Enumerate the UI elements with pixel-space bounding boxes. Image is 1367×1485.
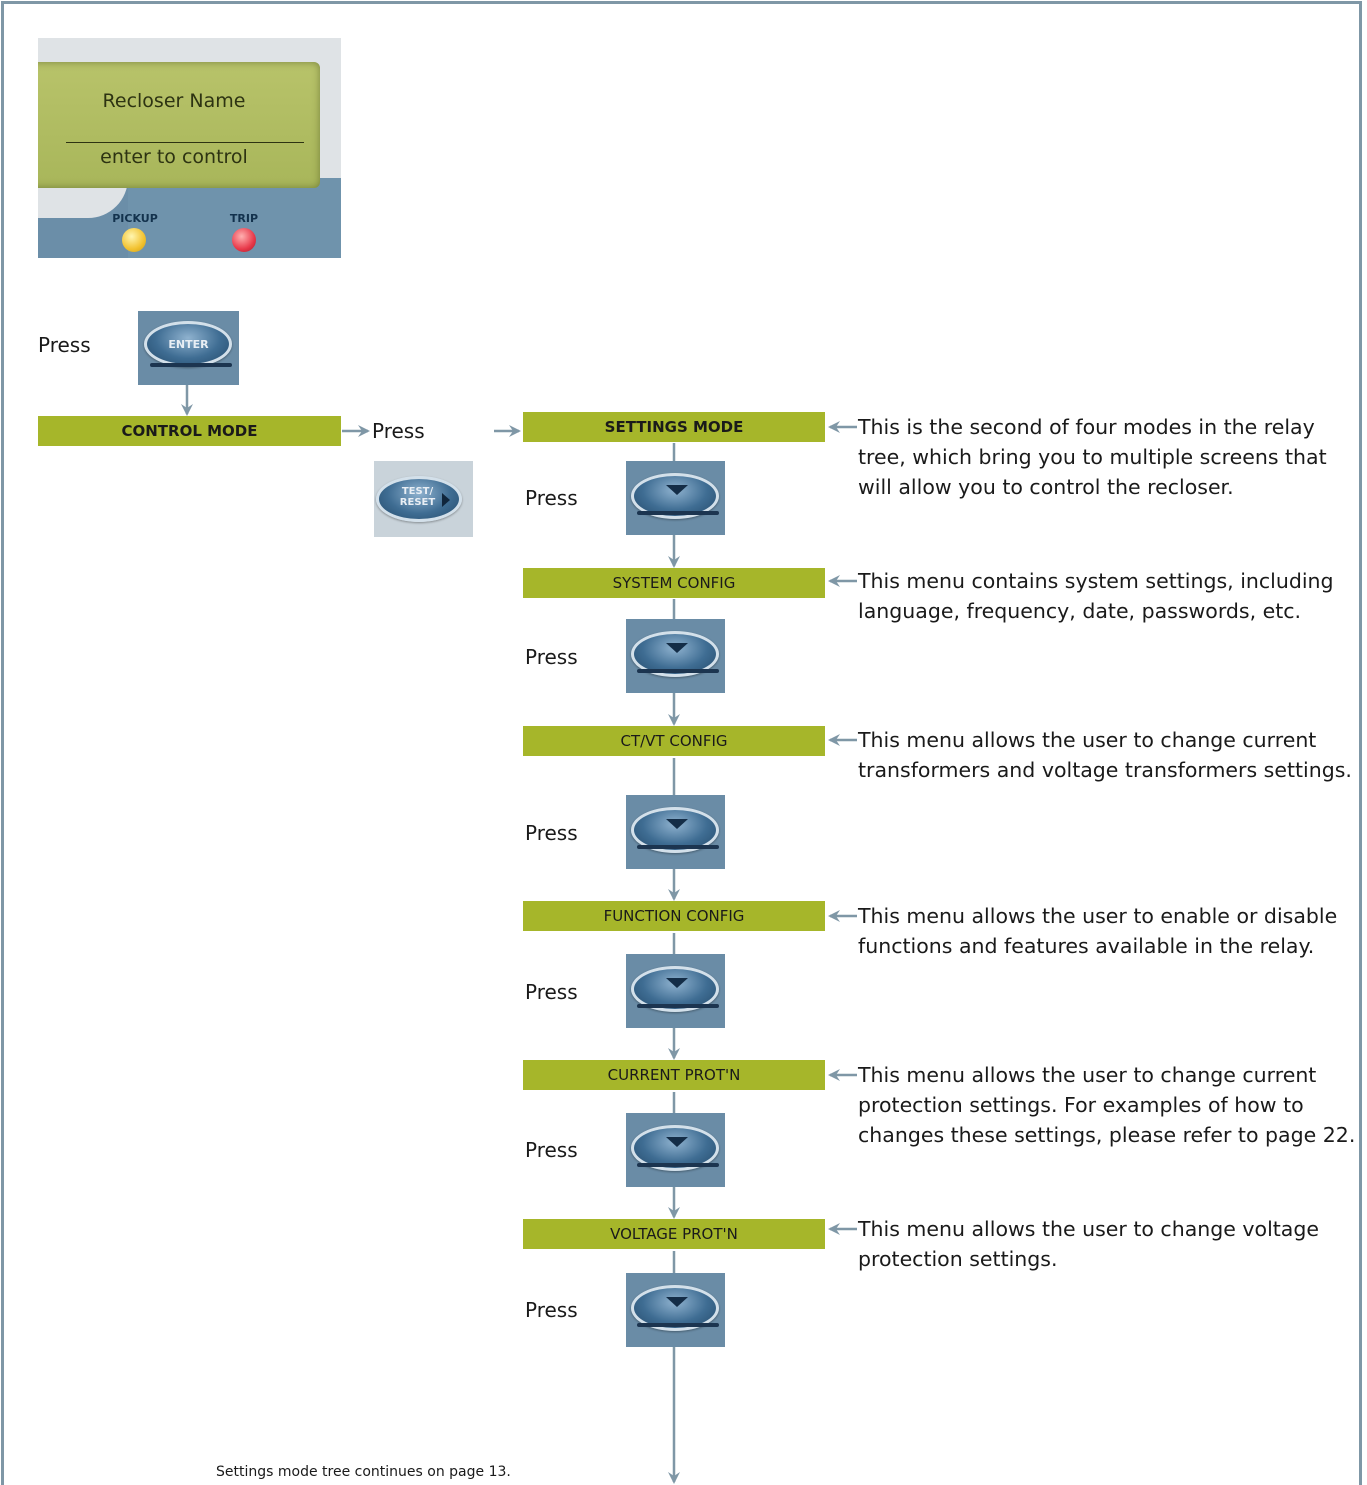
enter-key-label: ENTER [168, 338, 209, 351]
press-label-5: Press [525, 1138, 578, 1162]
press-label-test-reset: Press [372, 419, 425, 443]
down-key-4[interactable] [626, 954, 725, 1028]
down-key-2[interactable] [626, 619, 725, 693]
down-arrow-icon [666, 1297, 688, 1307]
menu-bar-system-config: SYSTEM CONFIG [523, 568, 825, 598]
settings-mode-bar: SETTINGS MODE [523, 412, 825, 442]
press-label-4: Press [525, 980, 578, 1004]
menu-bar-current-protn: CURRENT PROT'N [523, 1060, 825, 1090]
trip-led-icon [232, 228, 256, 252]
down-key-3[interactable] [626, 795, 725, 869]
trip-label: TRIP [229, 212, 259, 225]
down-key-5[interactable] [626, 1113, 725, 1187]
current-protn-description: This menu allows the user to change curr… [858, 1063, 1356, 1147]
voltage-protn-description: This menu allows the user to change volt… [858, 1217, 1319, 1271]
test-reset-key-button [376, 476, 462, 522]
press-label-6: Press [525, 1298, 578, 1322]
test-reset-key[interactable]: TEST/ RESET [374, 461, 473, 537]
lcd-display: Recloser Name enter to control [38, 62, 320, 188]
right-arrow-icon [442, 493, 450, 507]
relay-panel-image: Recloser Name enter to control PICKUP TR… [38, 38, 341, 258]
system-config-description: This menu contains system settings, incl… [858, 569, 1334, 623]
down-arrow-icon [666, 643, 688, 653]
press-label-3: Press [525, 821, 578, 845]
ctvt-config-description: This menu allows the user to change curr… [858, 728, 1352, 782]
press-label-2: Press [525, 645, 578, 669]
down-arrow-icon [666, 485, 688, 495]
press-label-1: Press [525, 486, 578, 510]
down-arrow-icon [666, 1137, 688, 1147]
settings-mode-description: This is the second of four modes in the … [858, 415, 1327, 499]
function-config-description: This menu allows the user to enable or d… [858, 904, 1338, 958]
lcd-line-2: enter to control [100, 146, 248, 168]
down-key-shadow [637, 845, 719, 849]
pickup-label: PICKUP [112, 212, 158, 225]
enter-key-shadow [150, 363, 232, 367]
pickup-led-icon [122, 228, 146, 252]
down-key-shadow [637, 1323, 719, 1327]
lcd-line-1: Recloser Name [102, 90, 246, 112]
down-arrow-icon [666, 819, 688, 829]
control-mode-bar: CONTROL MODE [38, 416, 341, 446]
down-key-shadow [637, 1004, 719, 1008]
test-reset-key-label-2: RESET [399, 497, 436, 508]
press-label-enter: Press [38, 333, 91, 357]
enter-key[interactable]: ENTER [138, 311, 239, 385]
down-key-shadow [637, 669, 719, 673]
test-reset-key-label-1: TEST/ [401, 486, 434, 497]
menu-bar-function-config: FUNCTION CONFIG [523, 901, 825, 931]
down-key-shadow [637, 1163, 719, 1167]
down-arrow-icon [666, 978, 688, 988]
down-key-1[interactable] [626, 461, 725, 535]
lcd-divider [66, 142, 304, 143]
down-key-6[interactable] [626, 1273, 725, 1347]
menu-bar-voltage-protn: VOLTAGE PROT'N [523, 1219, 825, 1249]
menu-bar-ctvt-config: CT/VT CONFIG [523, 726, 825, 756]
continuation-note: Settings mode tree continues on page 13. [216, 1464, 511, 1480]
down-key-shadow [637, 511, 719, 515]
